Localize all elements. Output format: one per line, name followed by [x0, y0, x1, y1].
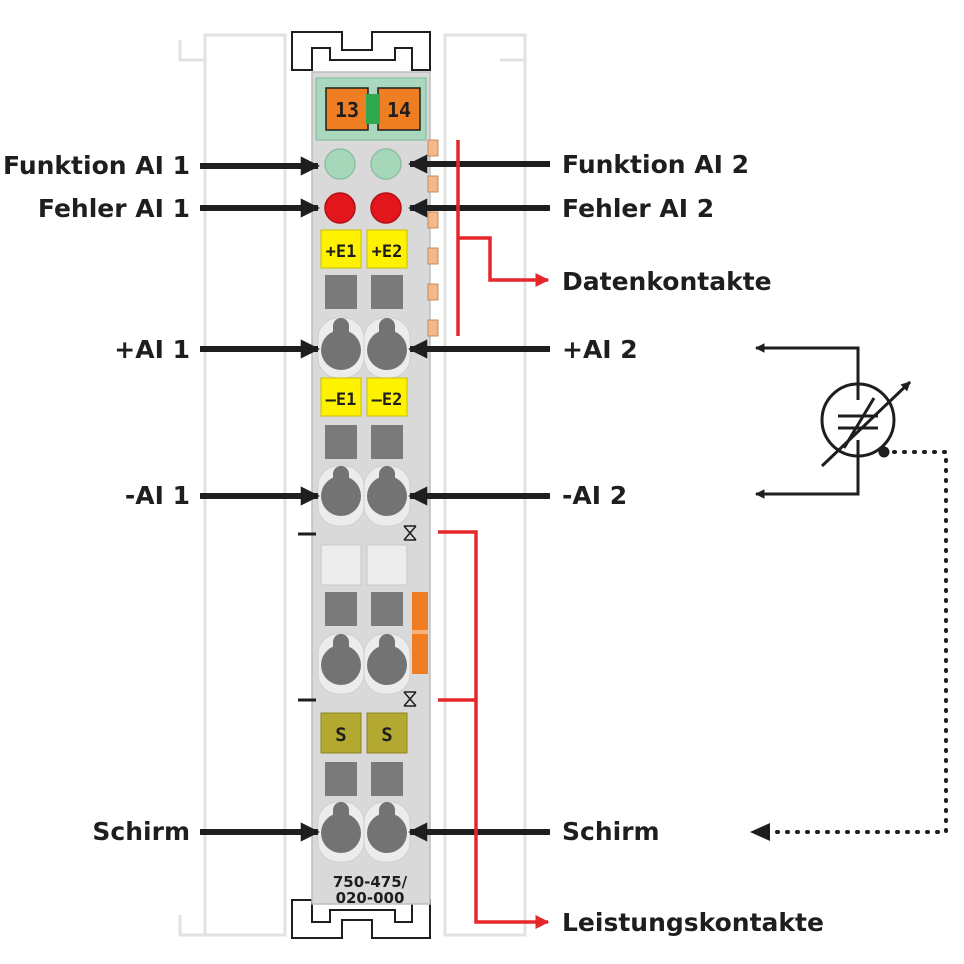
marker-e1-plus: +E1: [326, 242, 357, 262]
sensor-symbol: [750, 343, 948, 841]
neighbour-outline-left: [178, 33, 287, 937]
label-plus-ai2: +AI 2: [562, 335, 638, 364]
led-funktion-ai1: [324, 148, 356, 180]
data-contacts-bracket: [456, 140, 550, 336]
connector-label-13: 13: [335, 98, 359, 122]
label-schirm-right: Schirm: [562, 817, 660, 846]
label-schirm-left: Schirm: [92, 817, 190, 846]
marker-e1-minus: –E1: [326, 390, 357, 410]
power-contacts-bracket: [438, 530, 550, 929]
marker-e2-plus: +E2: [372, 242, 403, 262]
left-callouts: Funktion AI 1 Fehler AI 1 +AI 1 -AI 1 Sc…: [3, 151, 320, 846]
right-callouts: Funktion AI 2 Fehler AI 2 +AI 2 -AI 2 Sc…: [408, 150, 749, 846]
label-leistungskontakte: Leistungskontakte: [562, 908, 824, 937]
marker-shield-right: S: [381, 724, 392, 746]
label-fehler-ai2: Fehler AI 2: [562, 194, 714, 223]
led-fehler-ai1: [324, 192, 356, 224]
led-funktion-ai2: [370, 148, 402, 180]
marker-e2-minus: –E2: [372, 390, 403, 410]
label-minus-ai2: -AI 2: [562, 481, 627, 510]
label-funktion-ai2: Funktion AI 2: [562, 150, 749, 179]
led-fehler-ai2: [370, 192, 402, 224]
connector-label-14: 14: [387, 98, 411, 122]
label-minus-ai1: -AI 1: [125, 481, 190, 510]
label-fehler-ai1: Fehler AI 1: [38, 194, 190, 223]
label-plus-ai1: +AI 1: [114, 335, 190, 364]
label-datenkontakte: Datenkontakte: [562, 267, 772, 296]
marker-shield-left: S: [335, 724, 346, 746]
label-funktion-ai1: Funktion AI 1: [3, 151, 190, 180]
model-number-line2: 020-000: [336, 889, 405, 907]
model-number-line1: 750-475/: [333, 873, 408, 891]
